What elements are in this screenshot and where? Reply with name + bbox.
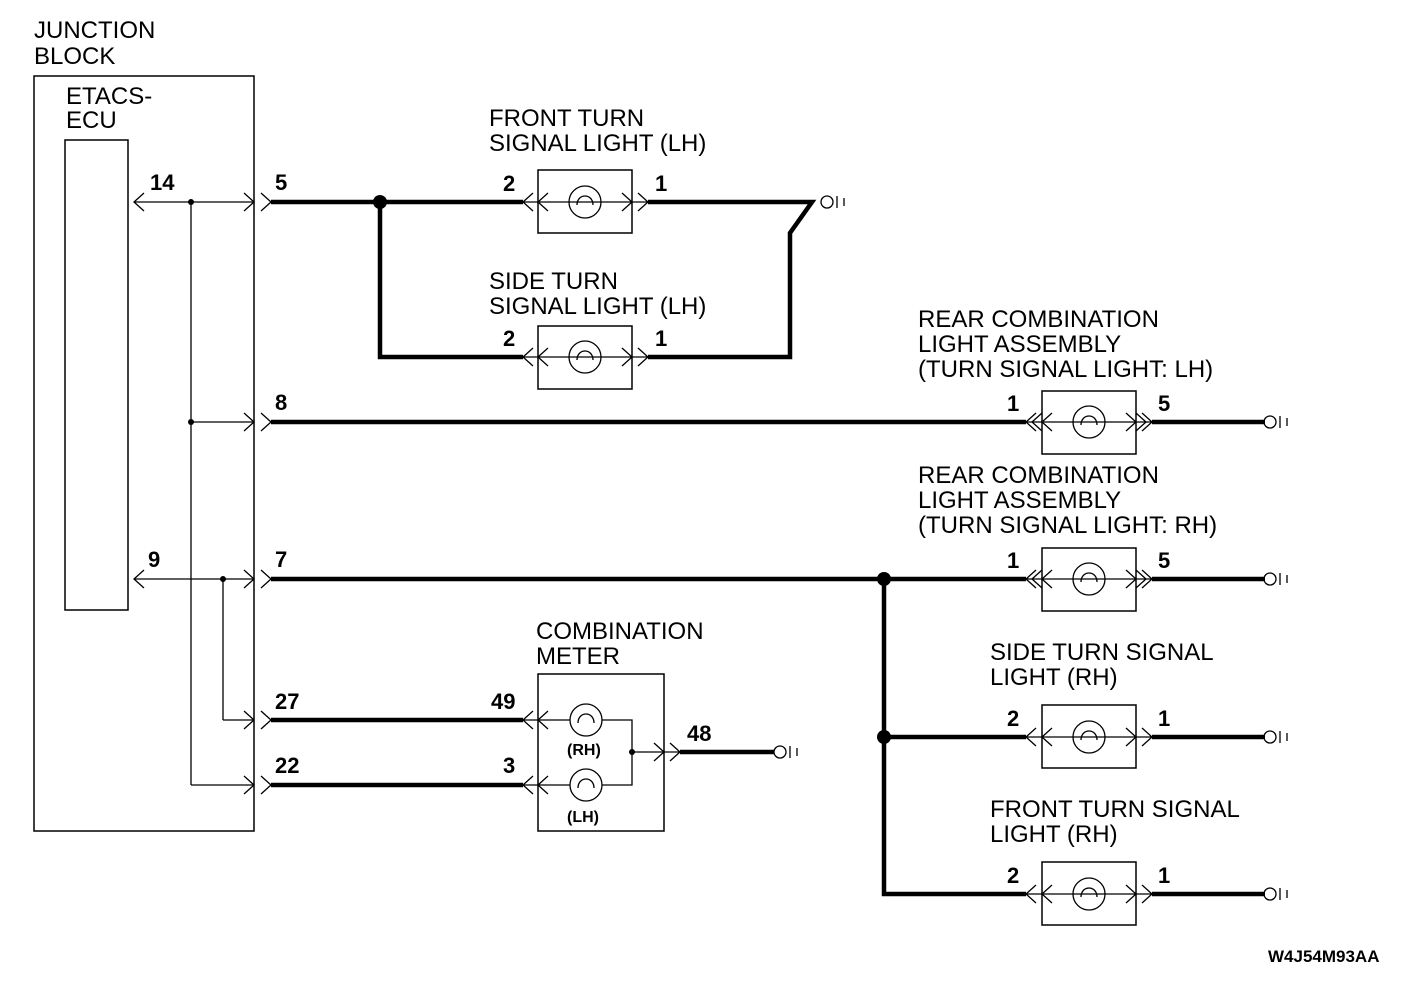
rear-combination-lh <box>1025 390 1153 455</box>
ground-icon <box>1263 572 1288 586</box>
meter-pin-48: 48 <box>687 721 711 746</box>
rear-lh-title-3: (TURN SIGNAL LIGHT: LH) <box>918 356 1213 383</box>
front-rh-title-2: LIGHT (RH) <box>990 821 1118 848</box>
meter-title: COMBINATION <box>536 618 704 645</box>
ecu-label-2: ECU <box>66 107 117 134</box>
pin-7: 7 <box>275 547 287 572</box>
front-rh-pin-1: 1 <box>1158 863 1170 888</box>
rear-rh-title-2: LIGHT ASSEMBLY <box>918 487 1121 514</box>
meter-pin-3: 3 <box>503 753 515 778</box>
side-lh-pin-2: 2 <box>503 326 515 351</box>
meter-title-2: METER <box>536 643 620 670</box>
pin-5: 5 <box>275 170 287 195</box>
front-rh-title: FRONT TURN SIGNAL <box>990 796 1240 823</box>
rear-lh-title-2: LIGHT ASSEMBLY <box>918 331 1121 358</box>
etacs-ecu-box <box>64 139 129 611</box>
rear-rh-title: REAR COMBINATION <box>918 462 1159 489</box>
ground-icon <box>1263 415 1288 429</box>
pin-ecu-14: 14 <box>150 170 175 195</box>
meter-lamp-rh-label: (RH) <box>567 742 601 759</box>
side-lh-title: SIDE TURN <box>489 268 618 295</box>
meter-pin-49: 49 <box>491 689 515 714</box>
side-rh-pin-2: 2 <box>1007 706 1019 731</box>
side-lh-title-2: SIGNAL LIGHT (LH) <box>489 293 706 320</box>
rear-rh-pin-5: 5 <box>1158 548 1170 573</box>
junction-block-title: JUNCTION <box>34 17 155 44</box>
front-turn-signal-rh <box>1025 861 1153 926</box>
pin-27: 27 <box>275 689 299 714</box>
rear-combination-rh <box>1025 547 1153 612</box>
meter-lamp-lh-label: (LH) <box>567 809 599 826</box>
ecu-label: ETACS- <box>66 83 152 110</box>
harness-wiring <box>271 195 1265 897</box>
side-turn-signal-rh <box>1025 704 1153 769</box>
pin-ecu-9: 9 <box>148 547 160 572</box>
front-turn-signal-lh <box>522 169 649 234</box>
side-turn-signal-lh <box>522 325 649 390</box>
rear-lh-pin-1: 1 <box>1007 391 1019 416</box>
rear-rh-pin-1: 1 <box>1007 548 1019 573</box>
front-lh-pin-1: 1 <box>655 171 667 196</box>
ground-icon <box>1263 887 1288 901</box>
front-lh-title: FRONT TURN <box>489 105 644 132</box>
junction-internal-wiring <box>133 192 272 795</box>
side-rh-pin-1: 1 <box>1158 706 1170 731</box>
pin-8: 8 <box>275 390 287 415</box>
front-lh-pin-2: 2 <box>503 171 515 196</box>
junction-block-title-2: BLOCK <box>34 43 115 70</box>
rear-lh-pin-5: 5 <box>1158 391 1170 416</box>
diagram-code: W4J54M93AA <box>1268 947 1380 966</box>
side-rh-title-2: LIGHT (RH) <box>990 664 1118 691</box>
side-rh-title: SIDE TURN SIGNAL <box>990 639 1214 666</box>
rear-rh-title-3: (TURN SIGNAL LIGHT: RH) <box>918 512 1217 539</box>
combination-meter <box>522 673 681 832</box>
ground-icon <box>773 745 798 759</box>
ground-icon <box>820 195 845 209</box>
rear-lh-title: REAR COMBINATION <box>918 306 1159 333</box>
ground-icon <box>1263 730 1288 744</box>
front-lh-title-2: SIGNAL LIGHT (LH) <box>489 130 706 157</box>
pin-22: 22 <box>275 753 299 778</box>
side-lh-pin-1: 1 <box>655 326 667 351</box>
front-rh-pin-2: 2 <box>1007 863 1019 888</box>
